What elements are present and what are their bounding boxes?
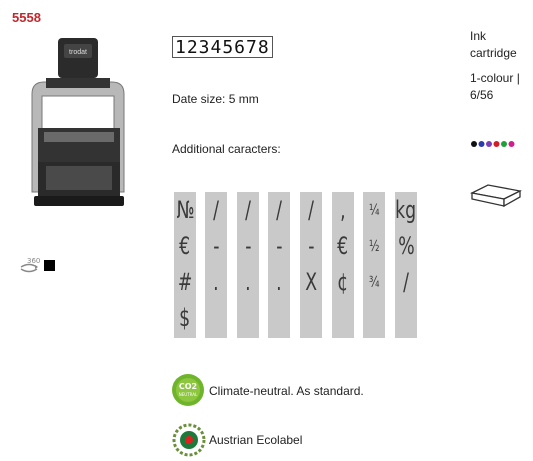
ink-color-dot[interactable]: [493, 141, 500, 147]
character: №: [176, 196, 194, 224]
character: .: [276, 268, 282, 296]
austrian-ecolabel-icon: [172, 423, 206, 457]
additional-characters-label: Additional caracters:: [172, 142, 281, 156]
character-column: / - .: [237, 192, 259, 338]
character: /: [245, 196, 251, 224]
character: €: [337, 232, 349, 260]
character: /: [276, 196, 282, 224]
frame-color-swatch[interactable]: [44, 260, 55, 271]
character-column: , € ¢: [332, 192, 354, 338]
ink-color-dot[interactable]: [501, 141, 507, 147]
rotate-360-icon[interactable]: 360°: [18, 256, 40, 274]
character: X: [305, 268, 317, 296]
model-number: 5558: [12, 10, 41, 25]
character: /: [403, 268, 409, 296]
ink-color-dot[interactable]: [486, 141, 492, 147]
character: #: [177, 268, 193, 296]
svg-text:trodat: trodat: [69, 49, 87, 56]
co2-neutral-icon: CO2 NEUTRAL: [172, 374, 204, 406]
character: -: [275, 232, 283, 260]
character: ¼: [368, 201, 380, 219]
colour-info: 1-colour | 6/56: [470, 71, 520, 102]
character: -: [307, 232, 315, 260]
ink-cartridge-label: Ink cartridge: [470, 29, 517, 60]
character-column: / - .: [268, 192, 290, 338]
austrian-ecolabel-text: Austrian Ecolabel: [209, 433, 303, 447]
svg-text:360°: 360°: [27, 257, 40, 265]
character: -: [244, 232, 252, 260]
digits-text: 12345678: [175, 36, 270, 58]
character: -: [212, 232, 220, 260]
ink-color-dot[interactable]: [471, 141, 477, 147]
character-column: № € # $: [174, 192, 196, 338]
character: /: [213, 196, 219, 224]
ink-cartridge-icon: [470, 184, 522, 208]
character: ½: [368, 237, 380, 255]
character-column: / - .: [205, 192, 227, 338]
climate-neutral-text: Climate-neutral. As standard.: [209, 384, 364, 398]
ink-color-dot[interactable]: [478, 141, 485, 147]
character: ,: [340, 196, 346, 224]
character: kg: [395, 196, 417, 224]
character-column: / - X: [300, 192, 322, 338]
character-column: ¼ ½ ¾: [363, 192, 385, 338]
ink-color-dots[interactable]: [470, 140, 518, 148]
date-size-text: Date size: 5 mm: [172, 92, 259, 106]
stamp-product-image: trodat: [31, 38, 125, 206]
svg-text:CO2: CO2: [179, 382, 197, 391]
ink-color-dot[interactable]: [508, 141, 515, 147]
character: /: [308, 196, 314, 224]
character: %: [397, 232, 415, 260]
character: $: [179, 304, 191, 332]
character: .: [213, 268, 219, 296]
svg-text:NEUTRAL: NEUTRAL: [179, 392, 198, 397]
character: .: [245, 268, 251, 296]
character: €: [179, 232, 191, 260]
character: ¢: [337, 268, 349, 296]
date-band-digits: 12345678: [172, 36, 273, 58]
character-column: kg % /: [395, 192, 417, 338]
character: ¾: [368, 273, 380, 291]
